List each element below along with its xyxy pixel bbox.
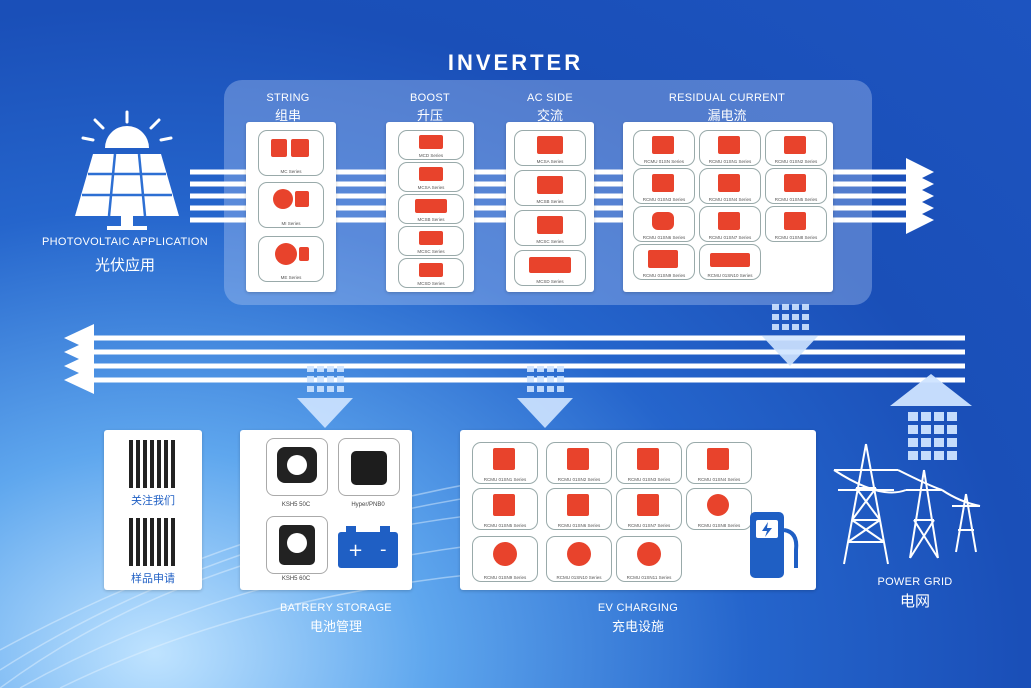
string-card: MC Series MI Series ME Series: [246, 122, 336, 292]
product-item[interactable]: MI Series: [258, 182, 324, 228]
acside-card: MCSA Series MCSB Series MCSC Series MCSD…: [506, 122, 594, 292]
product-item[interactable]: [338, 438, 400, 496]
photovoltaic-label-cn: 光伏应用: [94, 257, 155, 274]
ev-label-cn: 充电设施: [611, 619, 664, 634]
product-item[interactable]: MCSC Series: [514, 210, 586, 246]
svg-text:-: -: [380, 539, 387, 560]
battery-card: KSH5 50C Hyper/PNB0 KSH5 60C + -: [240, 430, 412, 590]
product-item[interactable]: MCD Series: [398, 130, 464, 160]
product-item[interactable]: MCSD Series: [514, 250, 586, 286]
product-item[interactable]: MC Series: [258, 130, 324, 176]
product-item[interactable]: MCSA Series: [514, 130, 586, 166]
svg-text:+: +: [348, 540, 363, 561]
product-item[interactable]: MCSA Series: [398, 162, 464, 192]
product-item[interactable]: RCMU 01SN8 Series: [686, 488, 752, 530]
product-item[interactable]: [266, 516, 328, 574]
product-item[interactable]: RCMU 01SN10 Series: [546, 536, 612, 582]
down-arrow-battery: [297, 366, 353, 428]
product-item[interactable]: RCMU 01SN2 Series: [765, 130, 827, 166]
battery-label-cn: 电池管理: [309, 619, 362, 634]
section-acside-cn: 交流: [536, 108, 563, 123]
product-item[interactable]: RCMU 01SN10 Series: [699, 244, 761, 280]
product-item[interactable]: RCMU 01SN5 Series: [472, 488, 538, 530]
product-item[interactable]: RCMU 01SN7 Series: [616, 488, 682, 530]
product-item[interactable]: RCMU 01SN7 Series: [699, 206, 761, 242]
down-arrow-ev: [517, 366, 573, 428]
product-item[interactable]: RCMU 01SN9 Series: [633, 244, 695, 280]
power-grid-label-cn: 电网: [899, 593, 930, 610]
qr-follow-label: 关注我们: [131, 495, 175, 507]
up-arrow-grid: [890, 374, 972, 460]
residual-card: RCMU 01SN Series RCMU 01SN1 Series RCMU …: [623, 122, 833, 292]
qr-code-follow[interactable]: [129, 440, 177, 488]
product-item[interactable]: RCMU 01SN6 Series: [633, 206, 695, 242]
solar-panel-icon: [75, 110, 179, 230]
product-item[interactable]: MCSB Series: [398, 194, 464, 224]
qr-sample-label: 样品申请: [131, 573, 175, 585]
product-item[interactable]: RCMU 01SN3 Series: [616, 442, 682, 484]
product-item[interactable]: RCMU 01SN5 Series: [765, 168, 827, 204]
section-residual-cn: 漏电流: [707, 108, 747, 123]
down-arrow-inverter: [762, 304, 818, 366]
product-item[interactable]: RCMU 01SN6 Series: [546, 488, 612, 530]
product-item[interactable]: RCMU 01SN2 Series: [546, 442, 612, 484]
qr-code-sample[interactable]: [129, 518, 177, 566]
product-item[interactable]: RCMU 01SN1 Series: [472, 442, 538, 484]
product-item[interactable]: MCSD Series: [398, 258, 464, 288]
product-item[interactable]: MCSB Series: [514, 170, 586, 206]
section-boost-en: BOOST: [409, 92, 450, 104]
section-acside-en: AC SIDE: [526, 92, 574, 104]
inverter-title: INVERTER: [447, 50, 584, 75]
battery-icon: + -: [338, 526, 398, 568]
transmission-tower-icon: [833, 443, 981, 565]
boost-card: MCD Series MCSA Series MCSB Series MCSC …: [386, 122, 474, 292]
section-residual-en: RESIDUAL CURRENT: [668, 92, 786, 104]
product-item[interactable]: ME Series: [258, 236, 324, 282]
section-boost-cn: 升压: [416, 108, 443, 123]
product-item[interactable]: RCMU 01SN3 Series: [633, 168, 695, 204]
product-item[interactable]: MCSC Series: [398, 226, 464, 256]
product-item[interactable]: RCMU 01SN1 Series: [699, 130, 761, 166]
qr-card: 关注我们 样品申请: [104, 430, 202, 590]
product-item[interactable]: RCMU 01SN4 Series: [686, 442, 752, 484]
ev-charger-icon: [750, 512, 799, 578]
section-string-en: STRING: [266, 92, 310, 104]
battery-label-en: BATRERY STORAGE: [280, 602, 392, 614]
product-item[interactable]: RCMU 01SN8 Series: [765, 206, 827, 242]
power-grid-label-en: POWER GRID: [877, 576, 953, 588]
product-item[interactable]: RCMU 01SN11 Series: [616, 536, 682, 582]
ev-card: RCMU 01SN1 Series RCMU 01SN2 Series RCMU…: [460, 430, 816, 590]
product-item[interactable]: RCMU 01SN4 Series: [699, 168, 761, 204]
ev-label-en: EV CHARGING: [597, 602, 679, 614]
section-string-cn: 组串: [274, 108, 301, 123]
product-item[interactable]: RCMU 01SN9 Series: [472, 536, 538, 582]
photovoltaic-label-en: PHOTOVOLTAIC APPLICATION: [42, 236, 208, 248]
product-item[interactable]: [266, 438, 328, 496]
product-item[interactable]: RCMU 01SN Series: [633, 130, 695, 166]
